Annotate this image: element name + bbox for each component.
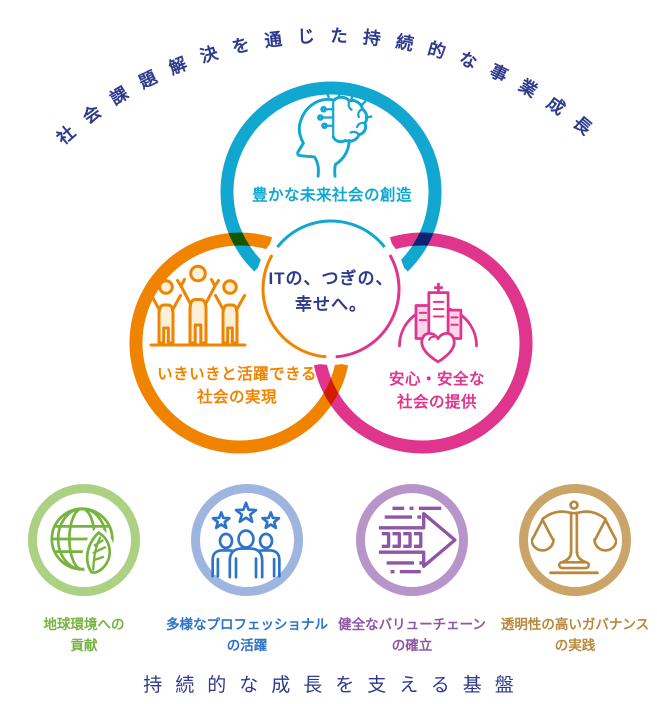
center-disc xyxy=(255,213,407,365)
center-ring-pink-arc xyxy=(335,254,401,359)
foundation-value-chain-line2: の確立 xyxy=(391,638,433,653)
ring-vibrant-society xyxy=(129,232,349,454)
globe-leaf-icon xyxy=(50,507,115,578)
foundation-professionals: 多様なプロフェッショナル の活躍 xyxy=(157,484,337,656)
foundation-professionals-line2: の活躍 xyxy=(226,638,268,653)
value-chain-arrow-icon xyxy=(378,506,457,574)
center-ring-cyan-arc xyxy=(276,219,386,249)
foundation-governance-line2: の実践 xyxy=(554,638,596,653)
foundation-environment-badge xyxy=(28,484,140,596)
center-message-line1: ITの、つぎの、 xyxy=(268,269,394,288)
foundation-environment-line1: 地球環境への xyxy=(43,617,125,632)
foundation-value-chain-label: 健全なバリューチェーン の確立 xyxy=(322,614,502,656)
foundation-professionals-badge xyxy=(191,484,303,596)
professionals-ring xyxy=(191,484,303,596)
venn-label-vibrant-line2: 社会の実現 xyxy=(196,389,278,406)
foundation-value-chain: 健全なバリューチェーン の確立 xyxy=(322,484,502,656)
venn-label-safe-society: 安心・安全な 社会の提供 xyxy=(389,368,485,414)
foundation-environment-label: 地球環境への 貢献 xyxy=(0,614,174,656)
venn-label-vibrant-line1: いきいきと活躍できる xyxy=(157,366,317,383)
venn-label-future-society: 豊かな未来社会の創造 xyxy=(251,187,413,204)
stars-people-icon xyxy=(211,501,281,579)
foundation-professionals-label: 多様なプロフェッショナル の活躍 xyxy=(157,614,337,656)
venn-label-safe-line2: 社会の提供 xyxy=(396,394,478,411)
foundation-environment-line2: 貢献 xyxy=(70,638,98,653)
foundation-governance: 透明性の高いガバナンス の実践 xyxy=(485,484,657,656)
venn-label-safe-line1: 安心・安全な xyxy=(388,371,486,388)
environment-ring xyxy=(28,484,140,596)
head-brain-icon xyxy=(296,90,373,178)
ring-future-society xyxy=(220,81,442,272)
city-heart-icon xyxy=(398,282,478,364)
foundation-governance-label: 透明性の高いガバナンス の実践 xyxy=(485,614,657,656)
value-chain-ring xyxy=(356,484,468,596)
foundation-professionals-line1: 多様なプロフェッショナル xyxy=(166,617,328,632)
center-ring-orange-arc xyxy=(261,254,327,359)
foundation-governance-line1: 透明性の高いガバナンス xyxy=(500,617,650,632)
center-message: ITの、つぎの、 幸せへ。 xyxy=(268,266,393,318)
foundation-governance-badge xyxy=(519,484,631,596)
foundation-value-chain-line1: 健全なバリューチェーン xyxy=(338,617,486,632)
governance-ring xyxy=(519,484,631,596)
venn-graphic: 社会課題解決を通じた持続的な事業成長 xyxy=(52,25,592,454)
foundation-environment: 地球環境への 貢献 xyxy=(0,484,174,656)
cheering-people-icon xyxy=(149,264,247,347)
center-message-line2: 幸せへ。 xyxy=(294,295,367,314)
venn-label-vibrant-society: いきいきと活躍できる 社会の実現 xyxy=(157,363,317,409)
ring-safe-society xyxy=(313,232,533,454)
foundation-value-chain-badge xyxy=(356,484,468,596)
scales-of-justice-icon xyxy=(531,500,617,575)
footer-title: 持続的な成長を支える基盤 xyxy=(143,675,527,696)
